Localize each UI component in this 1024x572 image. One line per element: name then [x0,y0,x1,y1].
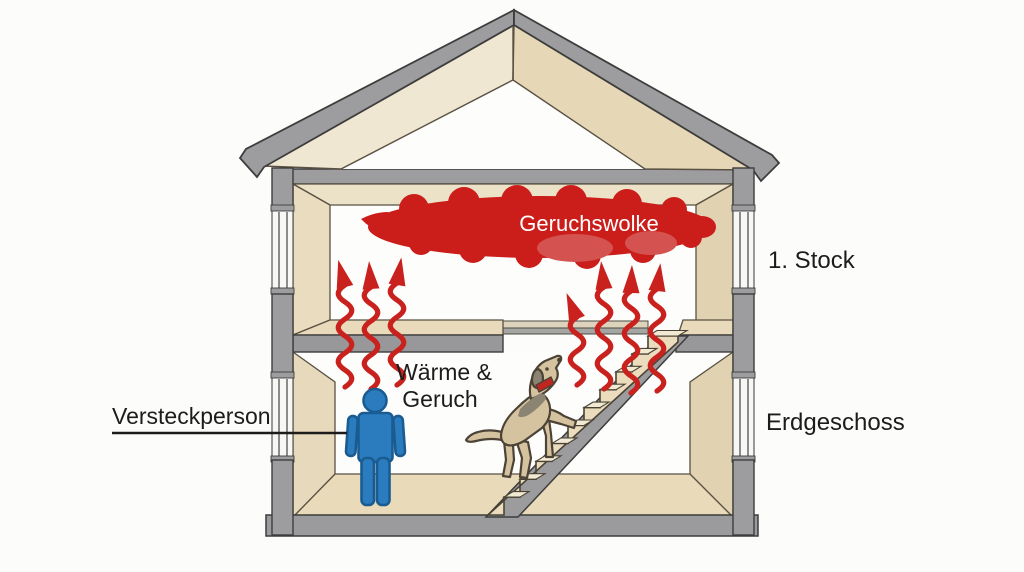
window-upper-right [732,207,755,295]
dog-collar [535,376,555,393]
cloud-bump [555,185,587,217]
hidden-person-icon [344,387,407,507]
window-lower-left [271,374,294,461]
cloud-bump [612,189,642,219]
window-sill [270,204,295,212]
scent-arrow-shaft [567,314,587,388]
first-floor-left-panel [292,182,331,336]
window-sill [731,287,756,295]
dog-back-patch [518,393,546,418]
scent-arrow-shaft [387,280,407,388]
scent-arrowheads-left [336,257,406,290]
dog-eye [545,367,549,371]
right-wall [731,167,756,536]
cloud-bump [409,231,433,255]
stair-tread [582,401,611,409]
ceiling-tie-beam [275,168,749,185]
dog-hind-leg [514,438,533,480]
scent-arrowhead-icon [648,263,666,293]
left-wall-top [271,167,294,209]
label-hidden-person: Versteckperson [112,403,271,429]
stair-tread [646,329,689,337]
roof-outer-right [513,8,781,183]
person-arm-left [344,414,359,458]
scent-arrowhead-icon [566,293,585,323]
foundation [265,514,759,537]
scent-arrowhead-icon [595,261,613,290]
cloud-light-patch [625,231,677,255]
cloud-bump [448,187,480,219]
person-arm-right [392,414,407,458]
first-floor-right-panel [695,182,734,336]
cloud-tail [361,212,390,234]
slab-right-top [677,319,734,336]
scent-arrowhead-icon [622,265,640,294]
window-sill [270,371,295,379]
person-leg-left [360,456,376,507]
cloud-bump [399,194,429,224]
right-wall-bottom [732,459,755,536]
person-leg-right [375,456,391,507]
stair-tread [550,437,579,444]
cloud-bump [661,197,687,223]
left-wall [270,167,295,536]
label-first-floor: 1. Stock [768,247,856,274]
label-ground-floor: Erdgeschoss [766,409,905,436]
search-dog-icon [464,354,578,480]
scent-arrow-shaft [335,282,355,390]
scent-arrows-left [335,280,407,392]
cloud-light-patch [537,234,613,262]
smell-cloud-label: Geruchswolke [519,211,658,236]
floor-slab [292,319,734,353]
cloud-bump [515,240,543,268]
left-wall-middle [271,293,294,376]
stair-tread [502,491,531,498]
scent-arrow-shaft [594,284,614,392]
window-sill [270,287,295,295]
scent-arrowhead-icon [362,261,380,290]
stair-tread [534,455,563,462]
attic-space [341,82,645,169]
scent-arrowheads-right [566,261,666,323]
scent-arrow-shaft [647,286,667,394]
scent-arrow-shaft [621,288,641,396]
scent-arrowhead-icon [336,259,354,290]
window-sill [731,204,756,212]
cloud-bump [501,185,533,217]
right-wall-middle [732,293,755,376]
scent-arrow-shaft [361,284,381,392]
scent-arrows-right [567,284,667,396]
scent-arrowhead-icon [388,257,406,287]
roof [238,8,781,183]
person-head [362,387,388,414]
window-lower-right [732,374,755,461]
label-warmth-line1: Wärme & [396,359,492,385]
right-wall-top [732,167,755,209]
left-wall-bottom [271,459,294,536]
dog-tail [464,429,510,443]
person-torso [357,411,394,464]
window-upper-left [271,207,294,295]
label-warmth-line2: Geruch [402,386,477,412]
window-sill [731,371,756,379]
cloud-bump [688,216,716,238]
smell-cloud-highlight [537,231,677,262]
cloud-bump [459,235,487,263]
dog-nose [557,357,562,363]
